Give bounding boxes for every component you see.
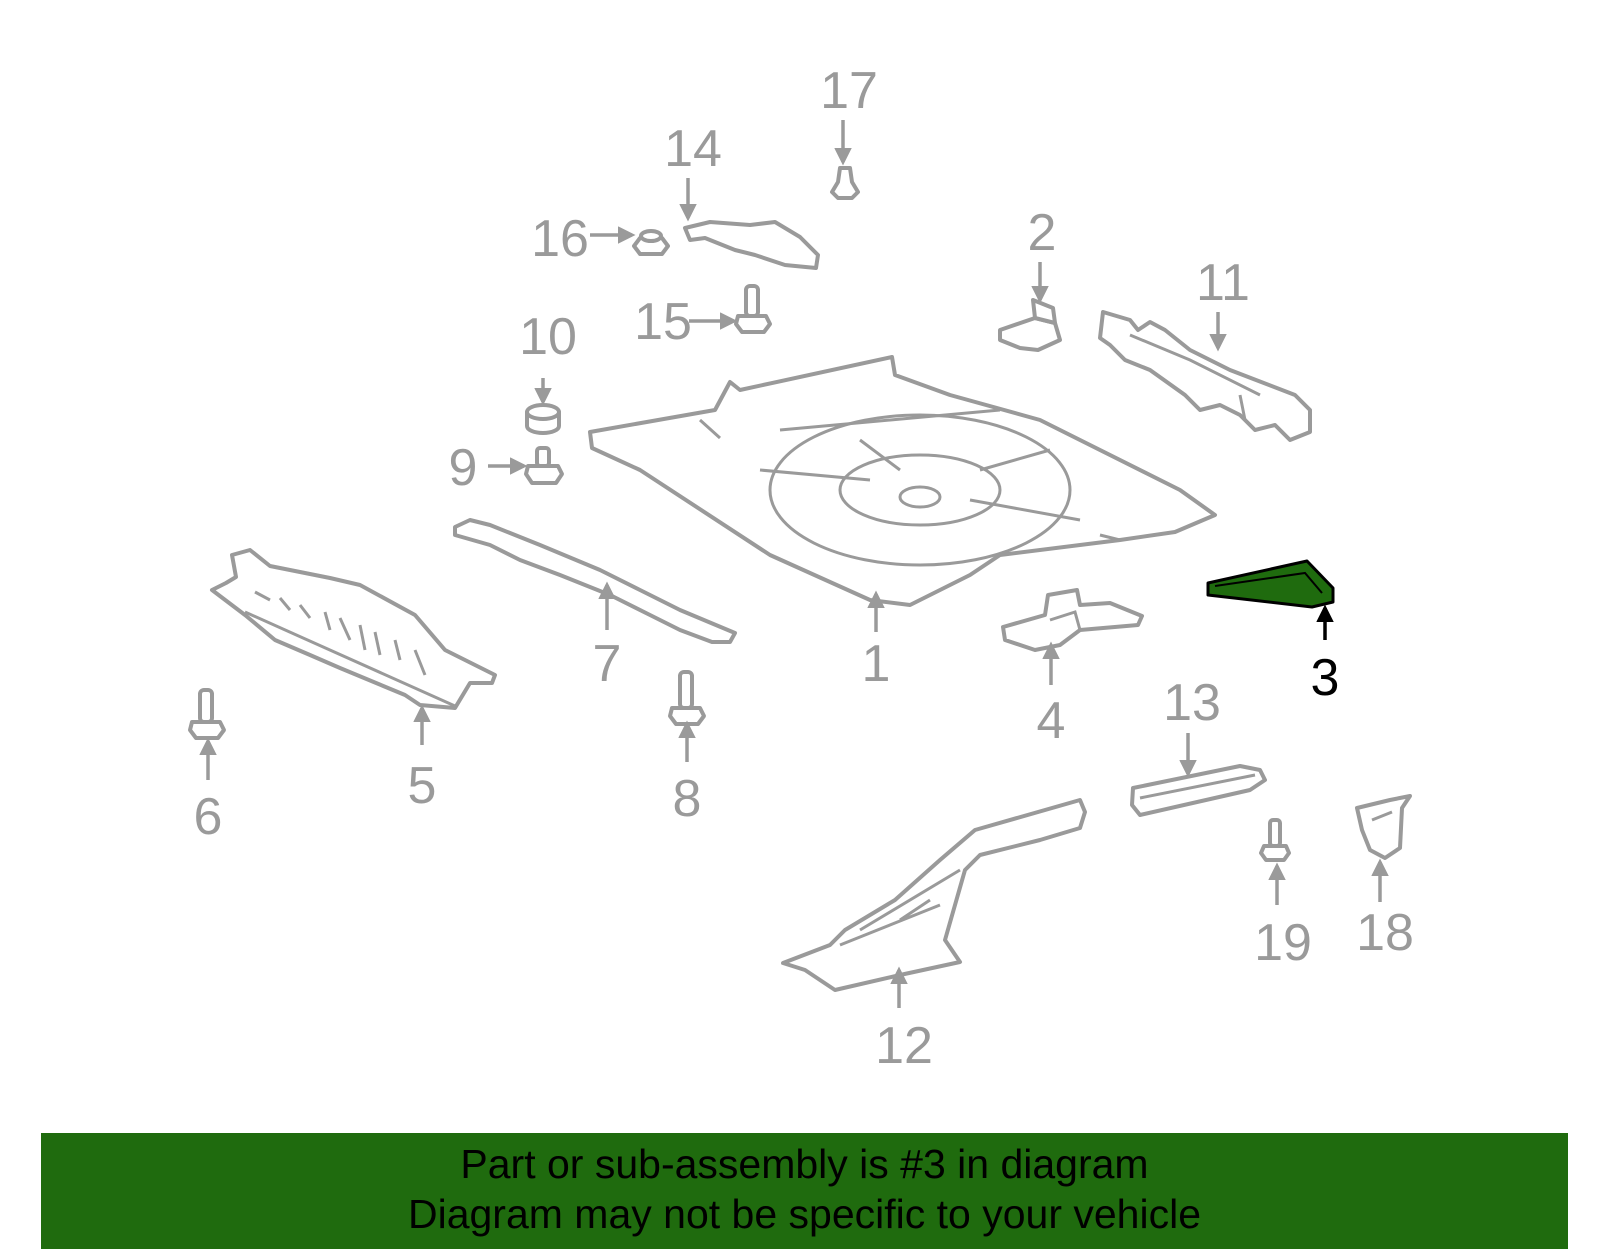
callout-8: 8 [673, 770, 702, 828]
part-12-side-member [781, 798, 1087, 992]
callout-1: 1 [862, 635, 891, 693]
part-5-left-member [210, 548, 497, 710]
callout-19: 19 [1254, 914, 1312, 972]
callout-15: 15 [634, 293, 692, 351]
part-8-bolt [668, 670, 706, 726]
callout-2: 2 [1028, 204, 1057, 262]
part-4-bracket [1001, 588, 1144, 652]
callout-18: 18 [1356, 904, 1414, 962]
part-14-bracket [683, 220, 820, 270]
part-2-bracket [998, 298, 1062, 352]
part-6-bolt [188, 688, 226, 740]
callout-13: 13 [1163, 674, 1221, 732]
part-1-rear-floor-pan [588, 355, 1217, 607]
callout-7: 7 [593, 635, 622, 693]
part-9-bolt [524, 446, 564, 485]
part-3-highlighted-bracket [1206, 559, 1335, 609]
callout-arrows [199, 120, 1389, 1008]
part-17-clip [830, 166, 860, 200]
callout-9: 9 [449, 439, 478, 497]
callout-14: 14 [664, 120, 722, 178]
part-10-plug [525, 403, 561, 435]
banner-line-1: Part or sub-assembly is #3 in diagram [460, 1141, 1149, 1187]
banner-line-2: Diagram may not be specific to your vehi… [407, 1191, 1201, 1237]
callout-16: 16 [531, 210, 589, 268]
callout-11: 11 [1196, 254, 1250, 312]
callout-12: 12 [875, 1017, 933, 1075]
part-19-bolt [1259, 818, 1291, 862]
info-banner: Part or sub-assembly is #3 in diagram Di… [41, 1133, 1568, 1249]
callout-labels: 1 2 3 4 5 6 7 8 9 10 11 12 13 14 15 16 1… [194, 62, 1414, 1075]
callout-6: 6 [194, 788, 223, 846]
part-18-bracket [1355, 794, 1412, 860]
callout-5: 5 [408, 757, 437, 815]
part-16-nut [632, 229, 670, 256]
part-7-cross-bar [453, 518, 737, 644]
part-13-rail [1130, 764, 1267, 817]
callout-4: 4 [1037, 692, 1066, 750]
callout-10: 10 [519, 308, 577, 366]
callout-17: 17 [820, 62, 878, 120]
callout-3: 3 [1311, 649, 1340, 707]
part-11-right-member [1098, 310, 1312, 442]
part-15-bolt [734, 284, 772, 334]
